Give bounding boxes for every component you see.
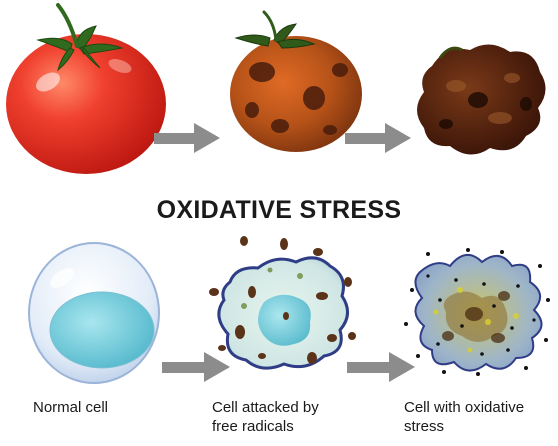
fresh-tomato-icon <box>6 3 166 174</box>
free-radicals <box>404 248 550 376</box>
diagram-title: OXIDATIVE STRESS <box>156 196 402 224</box>
caption-line: Normal cell <box>33 399 109 416</box>
caption-line: stress <box>404 418 445 435</box>
caption-line: free radicals <box>212 418 294 435</box>
free-radicals <box>209 236 356 364</box>
caption-attacked-cell: Cell attacked by free radicals <box>212 398 352 436</box>
caption-normal-cell: Normal cell <box>33 398 163 417</box>
decaying-tomato-icon <box>230 10 362 152</box>
arrow-icon <box>162 352 230 382</box>
caption-line: Cell attacked by <box>212 399 319 416</box>
arrow-icon <box>154 123 220 153</box>
attacked-cell-icon <box>209 236 356 370</box>
caption-stressed-cell: Cell with oxidative stress <box>404 398 556 436</box>
arrow-icon <box>345 123 411 153</box>
stressed-cell-icon <box>404 248 550 376</box>
caption-line: Cell with oxidative <box>404 399 525 416</box>
rotten-tomato-icon <box>417 44 546 155</box>
normal-cell-icon <box>28 242 160 384</box>
arrow-icon <box>347 352 415 382</box>
